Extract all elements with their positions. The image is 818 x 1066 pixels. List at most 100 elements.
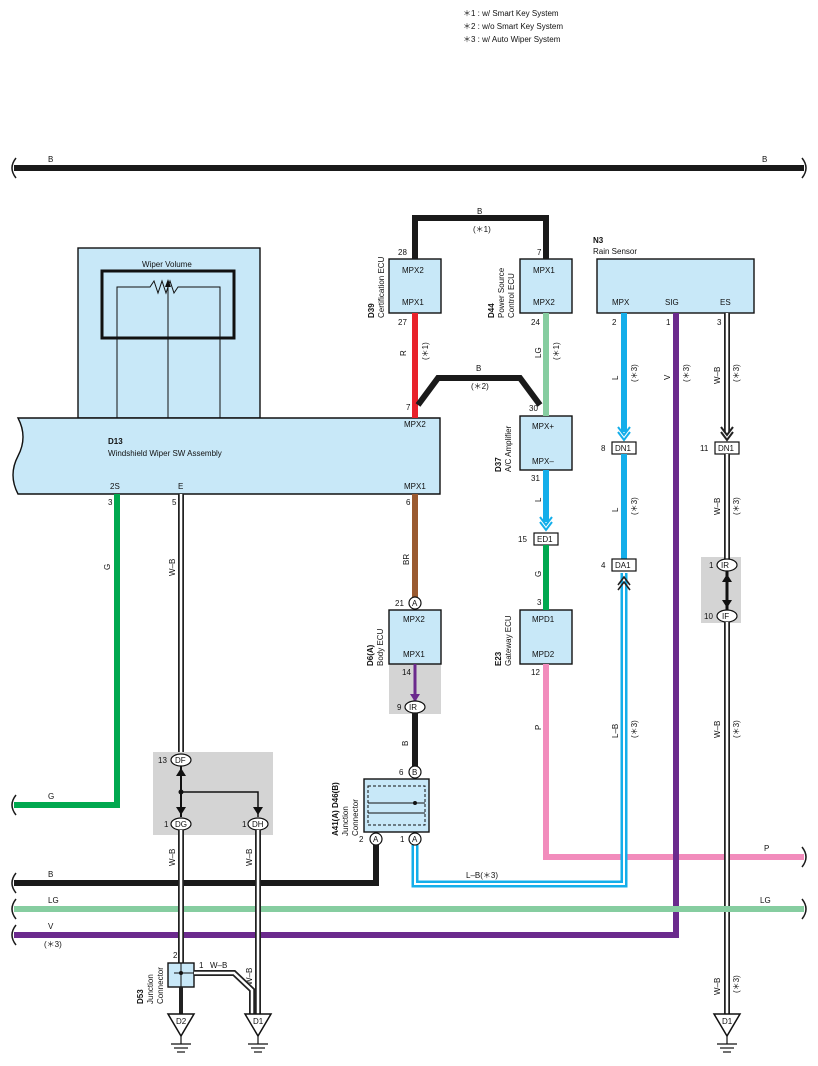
ground-d1-right: D1 <box>712 1013 742 1053</box>
e23-gateway-ecu: MPD1 MPD2 3 12 E23 Gateway ECU <box>494 598 573 677</box>
svg-text:(＊3): (＊3) <box>732 364 741 382</box>
svg-text:G: G <box>103 564 112 570</box>
svg-text:V: V <box>663 374 672 380</box>
svg-text:MPX1: MPX1 <box>533 266 555 275</box>
svg-text:D6(A): D6(A) <box>366 644 375 666</box>
connector-junction-a-bottom: A 2 <box>359 832 383 846</box>
svg-text:A: A <box>412 599 418 608</box>
svg-text:(＊2): (＊2) <box>471 382 489 391</box>
connector-df: DF 13 <box>158 753 263 817</box>
d53-junction-connector: 1 W–B D53 Junction Connector <box>136 961 255 1014</box>
svg-text:21: 21 <box>395 599 404 608</box>
wire-l-dn1-da1: L (＊3) <box>611 454 639 559</box>
svg-text:1: 1 <box>199 961 204 970</box>
svg-text:G: G <box>534 571 543 577</box>
svg-text:Gateway ECU: Gateway ECU <box>504 615 513 666</box>
svg-text:DN1: DN1 <box>718 444 735 453</box>
connector-ed1: ED1 15 <box>518 532 559 546</box>
svg-text:4: 4 <box>601 561 606 570</box>
svg-text:Certification ECU: Certification ECU <box>377 256 386 318</box>
wire-wb-d13-df: 5 W–B <box>168 494 184 752</box>
svg-text:W–B: W–B <box>168 559 177 576</box>
d13-e: E <box>178 482 183 491</box>
svg-text:DH: DH <box>252 820 264 829</box>
wire-lg-d44-d37: LG (＊1) <box>534 313 561 416</box>
svg-text:V: V <box>48 922 54 931</box>
svg-text:13: 13 <box>158 756 167 765</box>
svg-text:W–B: W–B <box>210 961 227 970</box>
svg-text:P: P <box>764 844 769 853</box>
wire-wb-if-d1: W–B (＊3) W–B (＊3) <box>713 622 741 1014</box>
svg-text:SIG: SIG <box>665 298 679 307</box>
svg-text:12: 12 <box>531 668 540 677</box>
wire-label-b-right: B <box>762 155 767 164</box>
svg-text:28: 28 <box>398 248 407 257</box>
svg-text:(＊3): (＊3) <box>44 940 62 949</box>
svg-text:DN1: DN1 <box>615 444 632 453</box>
svg-text:(＊3): (＊3) <box>630 497 639 515</box>
svg-text:Rain Sensor: Rain Sensor <box>593 247 637 256</box>
bottom-b-bus: B <box>11 845 379 894</box>
wire-label-b-left: B <box>48 155 53 164</box>
svg-text:L–B: L–B <box>611 724 620 738</box>
svg-text:E23: E23 <box>494 651 503 666</box>
svg-text:3: 3 <box>537 598 542 607</box>
svg-text:(＊3): (＊3) <box>732 720 741 738</box>
wire-wb-dg-d53: W–B 2 <box>168 830 184 963</box>
svg-text:A41(A) D46(B): A41(A) D46(B) <box>331 782 340 836</box>
d39-certification-ecu: MPX2 MPX1 28 27 D39 Certification ECU <box>367 248 442 327</box>
svg-text:DF: DF <box>175 756 186 765</box>
svg-text:W–B: W–B <box>713 978 722 995</box>
svg-text:MPX–: MPX– <box>532 457 554 466</box>
wiper-volume-label: Wiper Volume <box>142 260 192 269</box>
svg-text:MPD1: MPD1 <box>532 615 555 624</box>
svg-text:10: 10 <box>704 612 713 621</box>
svg-text:3: 3 <box>108 498 113 507</box>
connector-d6-a: A 21 <box>395 596 422 610</box>
wire-v: V (＊3) V (＊3) <box>11 313 691 949</box>
svg-text:3: 3 <box>717 318 722 327</box>
svg-text:Power Source: Power Source <box>497 267 506 318</box>
wire-b-star2: B (＊2) <box>415 364 543 407</box>
svg-text:D37: D37 <box>494 457 503 472</box>
ground-d2: D2 <box>166 1013 196 1053</box>
svg-text:L–B(＊3): L–B(＊3) <box>466 871 498 880</box>
svg-text:(＊3): (＊3) <box>682 364 691 382</box>
svg-text:1: 1 <box>242 820 247 829</box>
note-2: ＊2 : w/o Smart Key System <box>463 22 563 31</box>
svg-text:D2: D2 <box>176 1017 187 1026</box>
svg-text:D53: D53 <box>136 989 145 1004</box>
svg-text:ED1: ED1 <box>537 535 553 544</box>
d13-2s: 2S <box>110 482 120 491</box>
svg-text:MPX2: MPX2 <box>403 615 425 624</box>
svg-text:A: A <box>412 835 418 844</box>
connector-ir-right: IR 1 <box>709 558 738 572</box>
svg-text:(＊3): (＊3) <box>732 497 741 515</box>
wire-g-d13: 3 G G <box>11 494 120 816</box>
svg-text:W–B: W–B <box>713 367 722 384</box>
svg-text:(＊1): (＊1) <box>552 342 561 360</box>
d6-body-ecu: MPX2 MPX1 14 D6(A) Body ECU <box>366 609 442 677</box>
connector-da1: DA1 4 <box>601 558 637 572</box>
svg-text:N3: N3 <box>593 236 604 245</box>
svg-text:LG: LG <box>760 896 771 905</box>
svg-text:MPX2: MPX2 <box>402 266 424 275</box>
svg-text:(＊1): (＊1) <box>421 342 430 360</box>
d13-name: Windshield Wiper SW Assembly <box>108 449 222 458</box>
d13-code: D13 <box>108 437 123 446</box>
svg-text:L: L <box>611 375 620 380</box>
ground-d1-left: D1 <box>243 1013 273 1053</box>
wire-p: P P <box>534 664 807 868</box>
svg-text:Junction: Junction <box>146 974 155 1004</box>
svg-text:(＊3): (＊3) <box>630 364 639 382</box>
svg-text:R: R <box>399 350 408 356</box>
svg-text:L: L <box>611 507 620 512</box>
d37-ac-amplifier: MPX+ MPX– 30 31 D37 A/C Amplifier <box>494 404 573 483</box>
svg-text:30: 30 <box>529 404 538 413</box>
svg-text:W–B: W–B <box>245 849 254 866</box>
svg-text:DG: DG <box>175 820 187 829</box>
svg-text:(＊3): (＊3) <box>630 720 639 738</box>
connector-dg: DG 1 <box>164 817 192 831</box>
wire-br: 6 BR <box>402 494 418 597</box>
